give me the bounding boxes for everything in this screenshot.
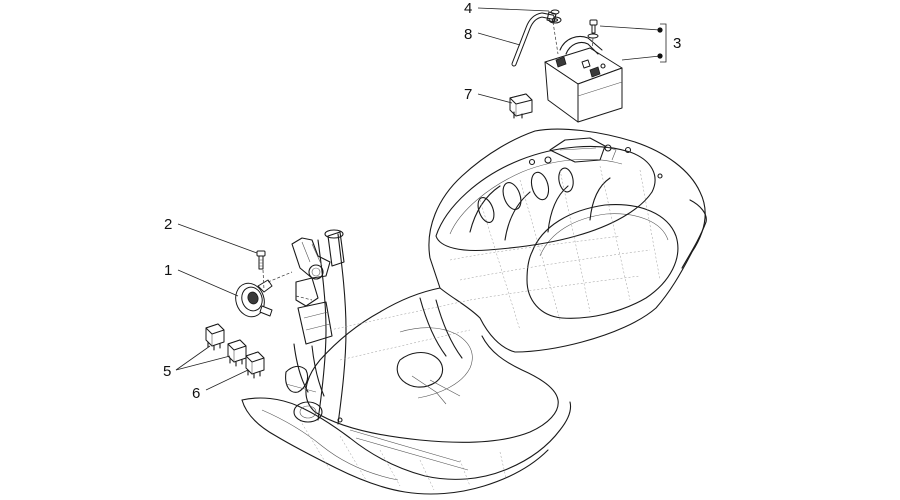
- battery-part: [544, 19, 623, 123]
- callout-dots: [657, 27, 663, 59]
- callout-6: 6: [192, 385, 200, 402]
- scooter-frame-body: [241, 128, 707, 495]
- relay-part-c: [245, 351, 265, 379]
- callout-labels: 1 2 3 4 5 6 7 8: [163, 0, 681, 402]
- callout-3: 3: [673, 35, 681, 52]
- leader-lines: [175, 7, 667, 391]
- callout-5: 5: [163, 363, 171, 380]
- callout-7: 7: [464, 86, 472, 103]
- flasher-unit-part: [509, 93, 533, 119]
- callout-1: 1: [164, 262, 172, 279]
- callout-4: 4: [464, 0, 472, 17]
- horn-part: [235, 271, 293, 318]
- callout-2: 2: [164, 216, 172, 233]
- battery-cable-part: [511, 11, 559, 67]
- relay-part-b: [227, 339, 247, 367]
- callout-8: 8: [464, 26, 472, 43]
- relay-part-a: [205, 323, 225, 351]
- horn-screw-part: [256, 250, 266, 291]
